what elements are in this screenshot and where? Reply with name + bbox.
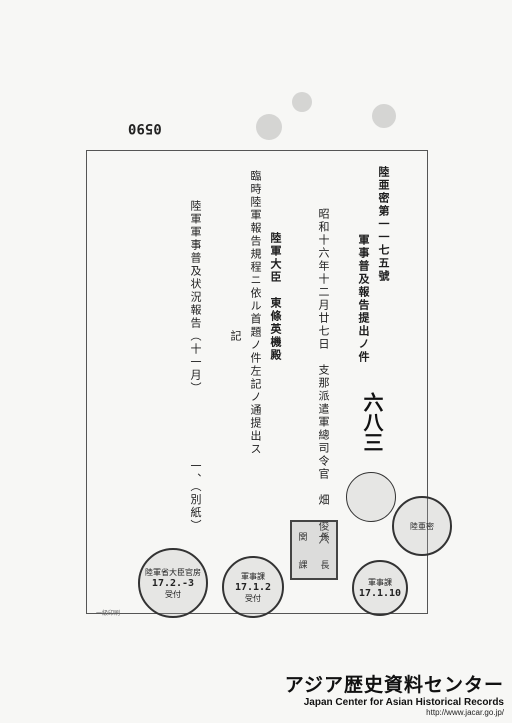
stamp-char: 長 (320, 560, 330, 571)
stamp-label: 軍事課 (368, 578, 392, 587)
item-quantity: 一、（別紙） (189, 460, 202, 533)
stamp-date: 17.1.10 (358, 588, 402, 599)
stamp-label: 陸軍省大臣官房 (145, 567, 201, 577)
stamp-char: 係 (320, 532, 330, 543)
ink-blot (372, 104, 396, 128)
date-sender: 昭和十六年十二月廿七日 支那派遣軍總司令官 畑 俊六 (317, 208, 330, 546)
stamp-char: 課 (298, 560, 308, 571)
doc-subject: 軍事普及報告提出ノ件 (357, 234, 370, 364)
ki-label: 記 (229, 330, 242, 343)
body-text: 臨時陸軍報告規程ニ依ル首題ノ件左記ノ通提出ス (249, 170, 262, 456)
page-number: 0590 (128, 120, 162, 136)
archive-title-en: Japan Center for Asian Historical Record… (303, 697, 504, 708)
ink-blot (292, 92, 312, 112)
stamp-bottom: 受付 (165, 589, 181, 599)
handwritten-number: 六八三 (360, 392, 384, 452)
received-stamp-upper-right: 陸亜密 (392, 496, 452, 556)
stamp-bottom: 陸亜密 (410, 521, 434, 531)
square-stamp: 関 係 課 長 (290, 520, 338, 580)
archive-title-jp: アジア歴史資料センター (284, 674, 504, 696)
stamp-date: 17.1.2 (234, 581, 272, 593)
stamp-char: 関 (298, 532, 308, 543)
received-stamp-right: 軍事課 17.1.10 (352, 560, 408, 616)
doc-number: 陸亜密第一一七五號 (377, 166, 390, 283)
received-stamp-mid: 軍事課 17.1.2 受付 (222, 556, 284, 618)
stamp-bottom: 受付 (245, 593, 261, 603)
stamp-date: 17.2.-3 (151, 577, 195, 589)
item-title: 陸軍軍事普及状況報告（十一月） (189, 200, 202, 395)
received-stamp-left: 陸軍省大臣官房 17.2.-3 受付 (138, 548, 208, 618)
recipient: 陸軍大臣 東條英機殿 (269, 232, 282, 362)
archive-footer: アジア歴史資料センター Japan Center for Asian Histo… (285, 670, 504, 717)
bottom-note: 一級印刷 (96, 610, 121, 617)
stamp-label: 軍事課 (241, 571, 265, 581)
seal-stamp (346, 472, 396, 522)
archive-url[interactable]: http://www.jacar.go.jp/ (426, 708, 504, 717)
ink-blot (256, 114, 282, 140)
